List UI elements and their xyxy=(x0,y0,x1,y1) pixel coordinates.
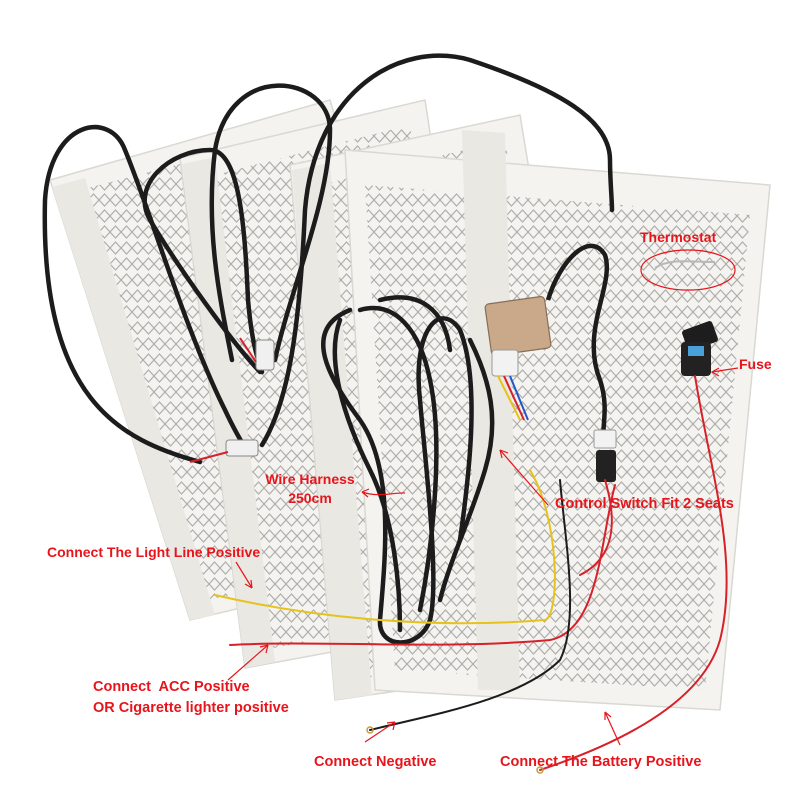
module-cable xyxy=(545,243,609,442)
cigarette-lighter-label: OR Cigarette lighter positive xyxy=(93,700,289,716)
fuse-label: Fuse xyxy=(739,356,772,372)
fuse-holder xyxy=(681,321,718,376)
acc-positive-label: Connect ACC Positive xyxy=(93,679,250,695)
wire-harness-label: Wire Harness xyxy=(265,471,355,487)
negative-label: Connect Negative xyxy=(314,754,437,770)
lead-connectors xyxy=(189,337,275,463)
light-line-label: Connect The Light Line Positive xyxy=(47,544,261,560)
wire-harness-length: 250cm xyxy=(288,490,332,506)
module-connector xyxy=(593,429,617,482)
power-leads xyxy=(42,53,615,465)
battery-positive-label: Connect The Battery Positive xyxy=(500,754,702,770)
thermostat-sensor xyxy=(654,260,716,269)
wire-harness-coil xyxy=(321,295,495,645)
thermostat-highlight xyxy=(640,249,736,291)
thermostat-label: Thermostat xyxy=(640,229,717,245)
heating-pad-4 xyxy=(344,130,771,711)
callout-arrows xyxy=(227,367,739,746)
control-module xyxy=(484,295,552,421)
output-wires xyxy=(214,375,728,774)
control-switch-label: Control Switch Fit 2 Seats xyxy=(555,496,734,512)
